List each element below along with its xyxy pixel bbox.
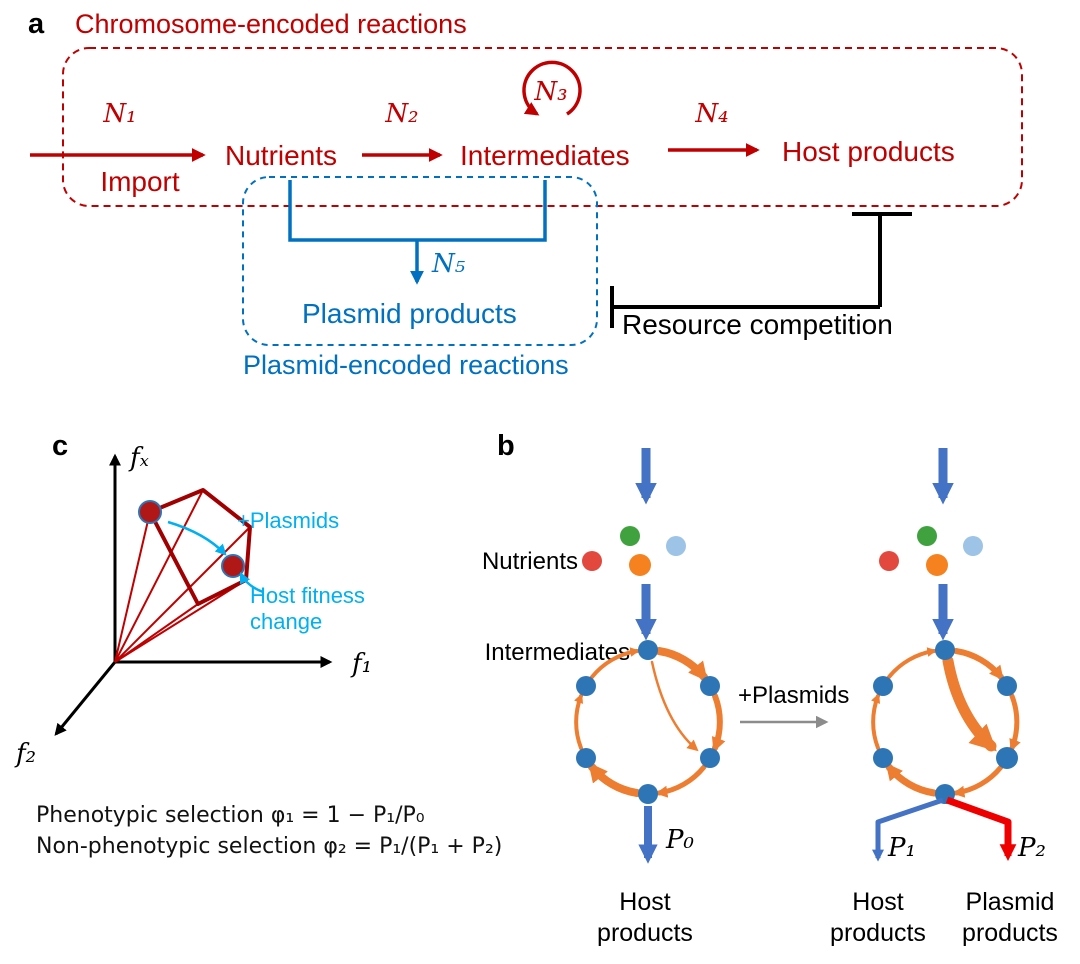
flux-arc <box>574 693 584 750</box>
host-fitness-change-line1: Host fitness <box>250 583 365 608</box>
axis-f2 <box>54 661 117 736</box>
panel-c: c fₓ f₁ f₂ +Plasmids Host fitness change… <box>14 430 502 859</box>
host-products-left-line2: products <box>597 919 693 947</box>
nutrients-label-a: Nutrients <box>225 140 337 171</box>
flux-p2-label: P₂ <box>1017 833 1046 863</box>
cone-edge <box>114 489 204 663</box>
panel-b-letter: b <box>497 430 515 462</box>
network-with-plasmid: P₁ P₂ Host products Plasmid products <box>830 448 1058 947</box>
plasmid-box <box>242 176 598 346</box>
fitness-point-after <box>221 554 245 578</box>
flux-p0-label: P₀ <box>665 825 694 855</box>
rate-n1-label: N₁ <box>102 99 136 129</box>
nutrient-dot-red <box>879 551 899 571</box>
flux-arc <box>871 693 881 750</box>
nutrient-dot-red <box>582 551 602 571</box>
rate-n5-label: N₅ <box>431 249 466 279</box>
panel-c-letter: c <box>52 430 68 462</box>
fitness-change-arrow <box>239 571 264 594</box>
flux-arc <box>887 647 937 679</box>
metabolite-node <box>873 748 893 768</box>
flux-arc <box>711 693 726 753</box>
resource-competition-inhibition <box>610 212 912 328</box>
cone-edge <box>114 526 251 663</box>
metabolite-node <box>935 640 955 660</box>
plasmid-bracket <box>288 180 547 242</box>
flux-arc <box>590 647 640 679</box>
nutrient-dot-green <box>917 526 937 546</box>
plasmid-product-arrow-p2 <box>945 796 1017 862</box>
host-products-label-a: Host products <box>782 136 955 167</box>
flux-arc <box>655 764 707 798</box>
host-products-left-line1: Host <box>619 888 670 916</box>
chromosome-reactions-title: Chromosome-encoded reactions <box>75 9 467 39</box>
phenotypic-selection-equation: Phenotypic selection φ₁ = 1 − P₁/P₀ <box>36 803 425 828</box>
host-products-right-line2: products <box>830 919 926 947</box>
fitness-polytope <box>148 488 252 606</box>
panel-a-letter: a <box>28 8 45 40</box>
flux-chord-thin <box>650 660 699 752</box>
host-products-right-line1: Host <box>852 888 903 916</box>
rate-n3-label: N₃ <box>533 77 567 107</box>
rate-n4-label: N₄ <box>694 99 728 129</box>
metabolite-node <box>638 784 658 804</box>
flux-chord-thick-plasmid <box>942 655 997 752</box>
metabolite-node <box>873 676 893 696</box>
plasmid-products-line2: products <box>962 919 1058 947</box>
metabolite-node <box>638 640 658 660</box>
flux-arc <box>953 648 1004 681</box>
chromosome-box <box>62 47 1023 207</box>
metabolite-node <box>700 676 720 696</box>
flux-arc <box>952 764 1004 798</box>
non-phenotypic-selection-equation: Non-phenotypic selection φ₂ = P₁/(P₁ + P… <box>36 834 502 859</box>
flux-arc <box>588 762 641 797</box>
network-without-plasmid: Nutrients Intermediates P₀ Host products <box>482 448 726 947</box>
metabolite-node <box>576 676 596 696</box>
cone-edge <box>114 603 199 663</box>
fitness-point-before <box>138 500 162 524</box>
nutrients-label-b: Nutrients <box>482 548 578 575</box>
resource-competition-label: Resource competition <box>622 309 893 340</box>
nutrient-dot-green <box>620 526 640 546</box>
panel-b: b Nutrients Intermediates P₀ <box>482 430 1058 947</box>
metabolite-node <box>700 748 720 768</box>
nutrient-dot-lightblue <box>963 536 983 556</box>
axis-fx-label: fₓ <box>128 443 149 473</box>
plus-plasmids-label-b: +Plasmids <box>738 682 849 709</box>
plasmid-reactions-title: Plasmid-encoded reactions <box>243 350 569 380</box>
host-fitness-change-line2: change <box>250 609 322 634</box>
n3-self-loop-arrow <box>522 60 582 116</box>
intermediates-label-a: Intermediates <box>460 140 630 171</box>
panel-a: a Chromosome-encoded reactions N₁ Import… <box>28 8 1023 380</box>
rate-n2-label: N₂ <box>384 99 418 129</box>
axis-f1-label: f₁ <box>350 649 372 679</box>
nutrient-dot-lightblue <box>666 536 686 556</box>
metabolite-node <box>576 748 596 768</box>
axis-f2-label: f₂ <box>14 739 36 769</box>
metabolite-node <box>997 676 1017 696</box>
flux-arc <box>885 763 938 797</box>
plasmid-shift-arrow <box>167 520 227 556</box>
nutrient-dot-orange <box>926 554 948 576</box>
flux-p1-label: P₁ <box>887 833 916 863</box>
metabolite-node <box>996 747 1018 769</box>
plus-plasmids-label-c: +Plasmids <box>237 508 339 533</box>
cone-edge <box>114 511 151 663</box>
cone-edge <box>114 579 247 663</box>
flux-arc <box>1009 693 1021 752</box>
import-label: Import <box>100 166 180 197</box>
fitness-cone <box>114 488 264 663</box>
plasmid-products-label-a: Plasmid products <box>302 298 517 329</box>
flux-arc <box>655 647 708 682</box>
nutrient-dot-orange <box>629 554 651 576</box>
plasmid-products-line1: Plasmid <box>966 888 1055 916</box>
host-product-arrow-p1 <box>871 797 944 862</box>
